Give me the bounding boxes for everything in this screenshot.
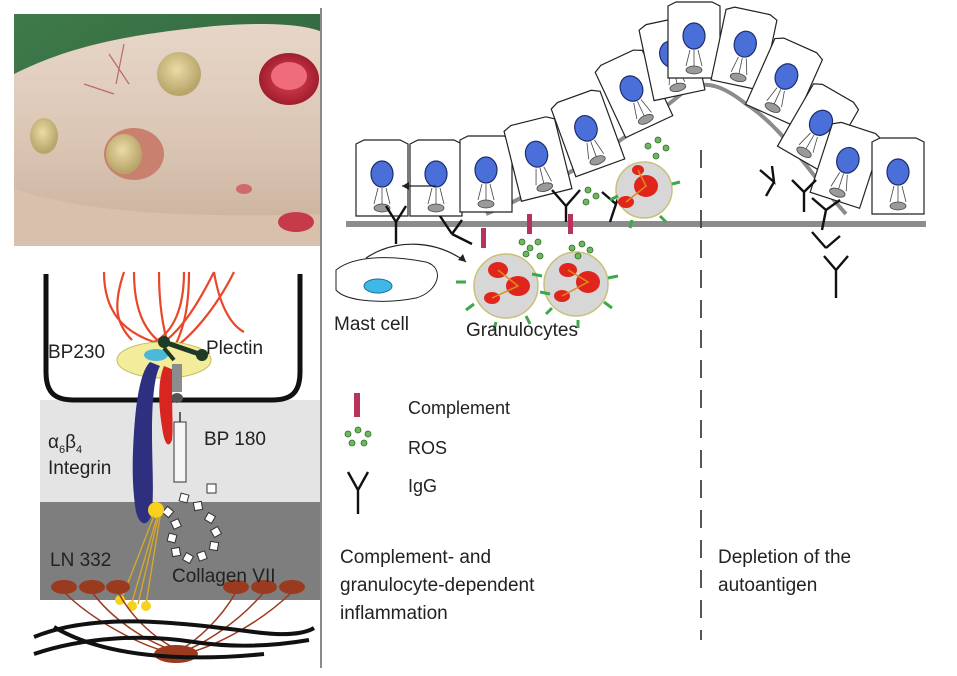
laminin-332-ends	[115, 595, 151, 611]
hemidesmosome-diagram: BP230 Plectin BP 180 α6β4 Integrin LN 33…	[14, 262, 322, 676]
mast-cell-label: Mast cell	[334, 314, 409, 335]
caption-left-line3: inflammation	[340, 603, 448, 624]
bp230-core	[144, 349, 168, 361]
collagen-vii-label: Collagen VII	[172, 566, 276, 587]
dermal-collagen-fibres	[33, 619, 316, 660]
collagen-vii-loop	[161, 492, 223, 565]
granulocyte	[615, 161, 673, 219]
keratinocyte	[871, 137, 925, 215]
granulocyte	[543, 251, 609, 317]
beta4-integrin	[159, 366, 174, 445]
ln332-label: LN 332	[50, 550, 112, 571]
panel-divider	[320, 8, 322, 668]
mast-cell-nucleus	[363, 278, 393, 294]
keratinocyte	[355, 139, 409, 217]
complement-deposits	[481, 214, 573, 248]
granulocyte-pseudopods	[456, 180, 681, 331]
caption-left-line1: Complement- and	[340, 547, 492, 568]
legend-complement-label: Complement	[408, 398, 511, 418]
igg-icon	[346, 471, 370, 514]
bp180-ectodomain	[173, 421, 187, 483]
granulocyte	[473, 253, 539, 319]
bp180-intracellular	[172, 364, 182, 392]
mechanism-drawing	[335, 1, 926, 640]
clinical-photo	[14, 14, 322, 246]
keratinocyte	[409, 139, 463, 217]
keratinocyte	[459, 135, 513, 213]
igg-antibodies-right	[759, 165, 849, 298]
legend-igg-label: IgG	[408, 476, 438, 496]
caption-right-line2: autoantigen	[718, 575, 818, 596]
keratin-filaments	[102, 271, 245, 352]
bp180-transmembrane	[171, 393, 183, 403]
integrin-symbol-label: α6β4	[48, 432, 83, 456]
laminin-332-knob	[148, 502, 164, 518]
mechanism-diagram: Mast cell Granulocytes Complement ROS Ig…	[326, 0, 957, 676]
granulocytes-label: Granulocytes	[466, 320, 578, 341]
ros-icon	[344, 426, 372, 447]
caption-right-line1: Depletion of the	[718, 547, 852, 568]
bp230-label: BP230	[48, 342, 106, 363]
plectin-label: Plectin	[206, 338, 264, 359]
plectin	[158, 336, 208, 362]
caption-left-line2: granulocyte-dependent	[340, 575, 535, 596]
hemidesmosome-drawing	[33, 271, 322, 663]
alpha6-integrin	[132, 362, 160, 524]
igg-antibodies-left	[384, 185, 624, 246]
blistered-skin-photo	[14, 14, 322, 246]
integrin-label: Integrin	[48, 458, 112, 479]
ros-clusters	[518, 136, 670, 260]
complement-icon	[354, 393, 360, 417]
mast-cell	[335, 257, 438, 302]
anchoring-fibrils	[63, 591, 293, 655]
legend-ros-label: ROS	[408, 438, 448, 458]
bp180-label: BP 180	[204, 429, 266, 450]
keratinocyte	[667, 1, 721, 79]
